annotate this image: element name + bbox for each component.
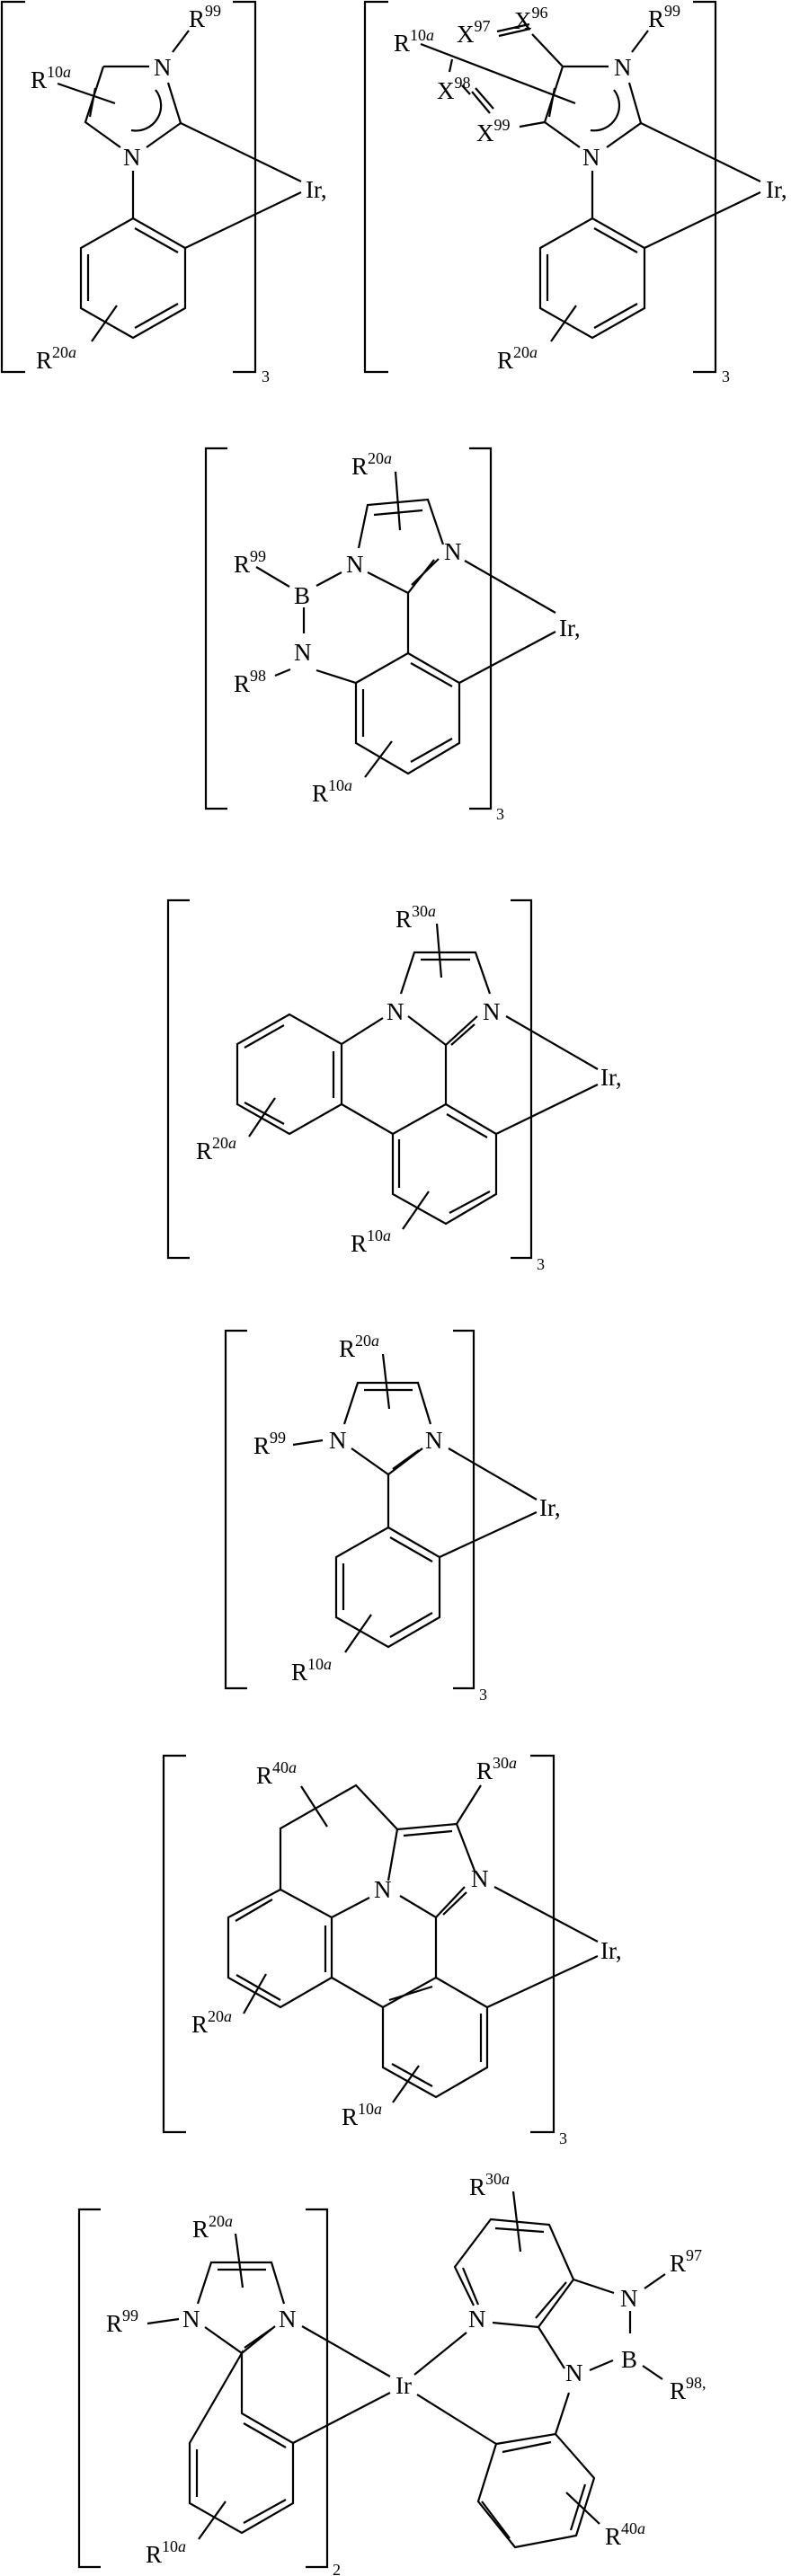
left-bracket [204, 447, 227, 810]
left-bracket [77, 2208, 101, 2569]
r20a-label: R20a [351, 449, 392, 480]
right-bracket [693, 0, 717, 374]
iridium-label: Ir, [559, 615, 581, 642]
left-bracket [224, 1329, 247, 1690]
iridium-label: Ir, [600, 1064, 622, 1091]
r20a-label: R20a [339, 1332, 379, 1362]
nitrogen-label: N [154, 54, 172, 81]
r10a-label: R10a [351, 1226, 391, 1257]
right-bracket [469, 447, 493, 810]
r40a-label: R40a [256, 1758, 297, 1789]
r30a-label: R30a [396, 902, 436, 933]
iridium-label: Ir, [766, 176, 787, 203]
multiplier-subscript: 3 [722, 367, 730, 385]
nitrogen-label: N [620, 2285, 638, 2312]
structure-3-ir-azaborine-imidazole: 3 N N B N R99 R98 R20a R10a Ir, [204, 447, 581, 823]
nitrogen-label: N [294, 639, 312, 666]
r30a-label: R30a [476, 1754, 517, 1784]
r99-label: R99 [253, 1429, 286, 1459]
r20a-label: R20a [196, 1134, 236, 1164]
aromatic-arc [130, 89, 163, 132]
structure-6-ir-fused-polycyclic: 3 N N R40a R30a R20a R10a Ir, [162, 1754, 622, 2147]
r20a-label: R20a [497, 343, 538, 374]
r30a-label: R30a [469, 2170, 510, 2200]
double-bond [88, 87, 97, 118]
structure-2-ir-fused-imidazole: 3 N N R99 R10a X97 X96 X98 X99 R20a Ir, [363, 0, 787, 385]
r10a-label: R10a [291, 1655, 332, 1686]
r20a-label: R20a [36, 343, 76, 374]
nitrogen-label: N [329, 1427, 347, 1454]
nitrogen-label: N [582, 144, 600, 171]
r98-label: R98 [234, 667, 266, 697]
r10a-label: R10a [394, 26, 434, 57]
nitrogen-label: N [471, 1865, 489, 1892]
r40a-label: R40a [605, 2519, 645, 2550]
nitrogen-label: N [468, 2306, 486, 2333]
nitrogen-label: N [444, 538, 462, 565]
nitrogen-label: N [483, 998, 501, 1025]
iridium-label: Ir, [306, 176, 327, 203]
r20a-label: R20a [192, 2212, 233, 2243]
x97-label: X97 [457, 17, 491, 48]
ir-bonds [180, 122, 302, 249]
boron-label: B [621, 2346, 637, 2373]
r99-label: R99 [234, 547, 266, 578]
r97-label: R97 [670, 2246, 702, 2277]
r10a-label: R10a [146, 2537, 186, 2568]
nitrogen-label: N [565, 2359, 583, 2386]
left-bracket [363, 0, 388, 374]
structure-1-ir-phenylimidazole: 3 N N R99 R10a R20a Ir, [0, 0, 327, 385]
x99-label: X99 [476, 116, 511, 146]
nitrogen-label: N [182, 2306, 200, 2333]
r10a-label: R10a [312, 776, 352, 807]
r10a-label: R10a [342, 2100, 382, 2130]
nitrogen-label: N [425, 1427, 443, 1454]
multiplier-subscript: 3 [559, 2129, 567, 2147]
right-bracket [530, 1754, 555, 2134]
left-bracket [166, 899, 190, 1260]
boron-label: B [294, 582, 310, 609]
right-bracket [511, 899, 533, 1260]
iridium-label: Ir [396, 2372, 412, 2399]
structure-5-ir-phenyl-imidazole-c-bound: 3 N N R99 R20a R10a Ir, [224, 1329, 561, 1704]
r98-label: R98, [670, 2374, 707, 2404]
iridium-label: Ir, [600, 1937, 622, 1964]
multiplier-subscript: 3 [479, 1686, 487, 1704]
r99-label: R99 [648, 2, 680, 32]
structure-7-heteroleptic-ir-complex: 2 N N N N N B Ir R99 R20a R10a [77, 2170, 707, 2576]
x98-label: X98 [437, 74, 471, 104]
right-bracket [453, 1329, 475, 1690]
r20a-label: R20a [191, 2007, 232, 2038]
multiplier-subscript: 3 [262, 367, 270, 385]
r10a-label: R10a [31, 63, 71, 93]
nitrogen-label: N [387, 998, 404, 1025]
multiplier-subscript: 3 [496, 805, 504, 823]
right-bracket [233, 0, 257, 374]
right-bracket [306, 2208, 329, 2569]
multiplier-subscript: 3 [537, 1255, 545, 1273]
nitrogen-label: N [279, 2306, 297, 2333]
nitrogen-label: N [374, 1876, 392, 1903]
r99-label: R99 [189, 2, 221, 32]
nitrogen-label: N [614, 54, 632, 81]
x96-label: X96 [514, 4, 548, 34]
multiplier-subscript: 2 [333, 2561, 341, 2576]
left-bracket [0, 0, 25, 374]
iridium-label: Ir, [539, 1494, 561, 1521]
left-bracket [162, 1754, 186, 2134]
nitrogen-label: N [123, 144, 141, 171]
nitrogen-label: N [346, 551, 364, 578]
structure-4-ir-imidazophenanthridine: 3 N N R30a R20a R10a Ir, [166, 899, 622, 1273]
r99-label: R99 [106, 2306, 138, 2337]
